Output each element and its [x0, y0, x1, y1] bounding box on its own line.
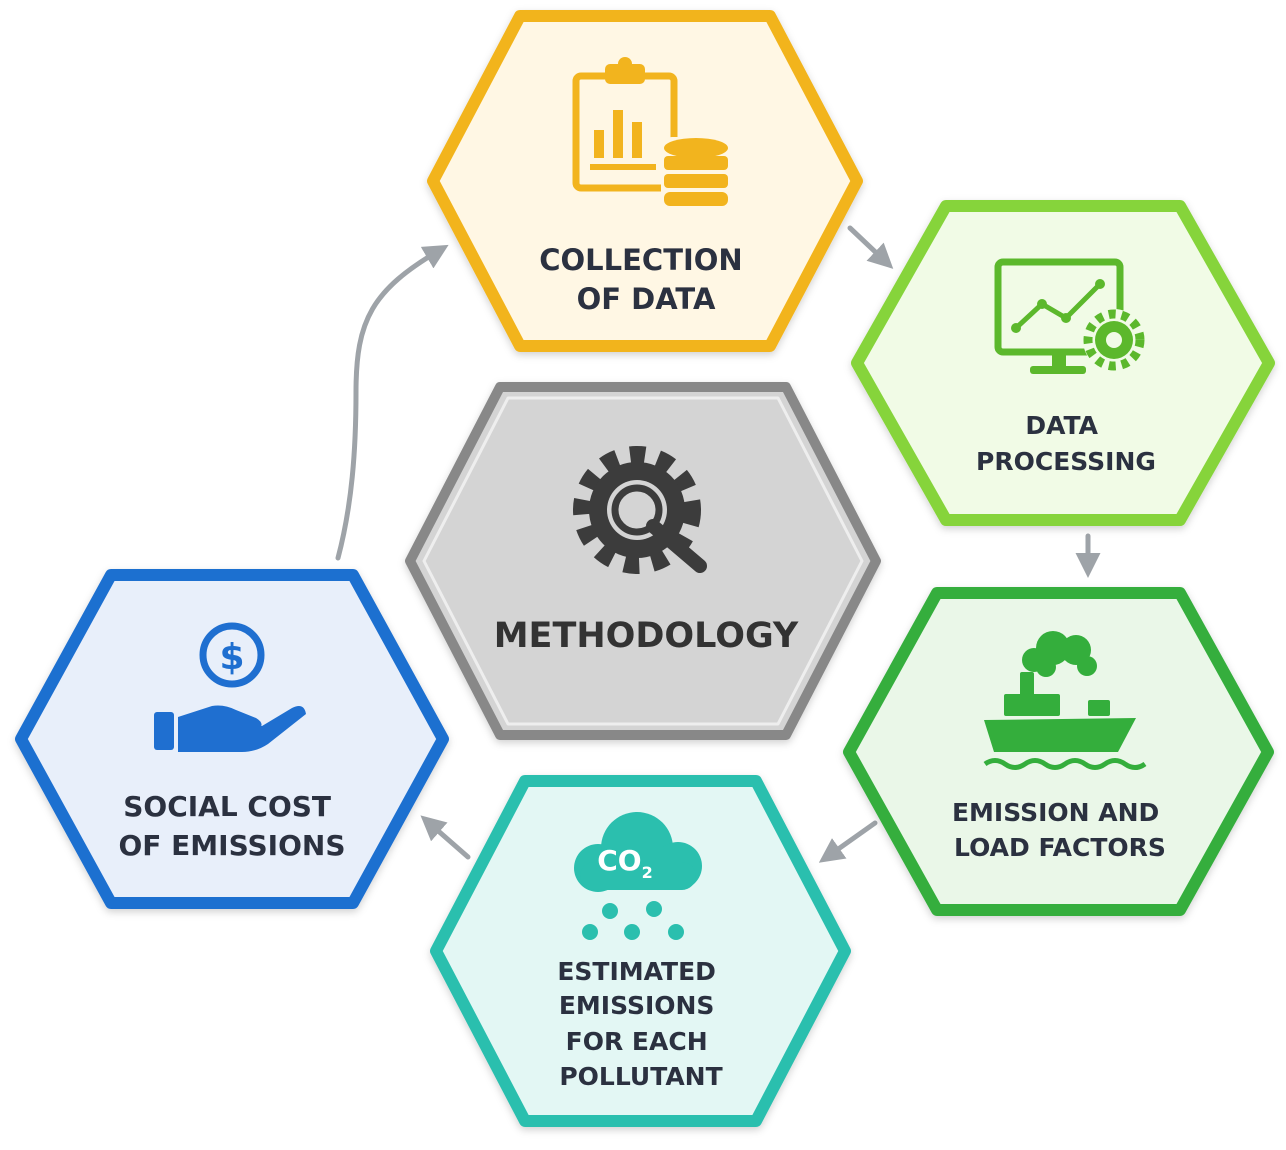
- flow-arrows: [335, 225, 1101, 863]
- co2-text: CO2: [597, 844, 653, 882]
- step-data-processing: DATA PROCESSING: [851, 200, 1275, 526]
- step-social-line-2: OF EMISSIONS: [119, 829, 346, 862]
- step-processing-line-1: DATA: [1025, 411, 1098, 440]
- step-estimated-label: ESTIMATED EMISSIONS FOR EACH POLLUTANT: [557, 957, 724, 1091]
- step-estimated-line-4: POLLUTANT: [559, 1062, 722, 1091]
- step-collection-label: COLLECTION OF DATA: [539, 243, 753, 316]
- arrow-estimated-to-social: [420, 815, 471, 860]
- step-processing-label: DATA PROCESSING: [976, 411, 1156, 476]
- step-collection-of-data: COLLECTION OF DATA: [427, 10, 863, 352]
- arrow-factors-to-estimated: [818, 820, 878, 863]
- center-label: METHODOLOGY: [494, 616, 799, 656]
- gear-magnifier-icon: [573, 446, 707, 574]
- arrow-collection-to-processing: [847, 225, 894, 269]
- step-estimated-line-1: ESTIMATED: [557, 957, 716, 986]
- step-emission-load-factors: EMISSION AND LOAD FACTORS: [843, 587, 1274, 916]
- hexagon-center-inner: [422, 396, 864, 726]
- step-social-line-1: SOCIAL COST: [123, 790, 331, 823]
- hexagon-center: [405, 382, 881, 740]
- hexagon-collection: [427, 10, 863, 352]
- clipboard-chart-database-icon: [572, 57, 731, 209]
- ship-smoke-icon: [983, 631, 1147, 770]
- step-estimated-line-2: EMISSIONS: [559, 991, 715, 1020]
- step-social-cost: $ SOCIAL COST OF EMISSIONS: [15, 569, 449, 909]
- center-methodology: METHODOLOGY: [405, 382, 881, 740]
- step-estimated-line-3: FOR EACH: [566, 1027, 708, 1056]
- monitor-gear-icon: [994, 258, 1145, 374]
- dollar-sign: $: [219, 637, 244, 678]
- step-collection-line-1: COLLECTION: [539, 243, 742, 277]
- step-processing-line-2: PROCESSING: [976, 447, 1156, 476]
- step-social-label: SOCIAL COST OF EMISSIONS: [119, 790, 346, 862]
- hand-dollar-icon: $: [154, 622, 306, 752]
- step-factors-label: EMISSION AND LOAD FACTORS: [952, 798, 1168, 862]
- step-collection-line-2: OF DATA: [577, 282, 716, 316]
- hexagon-estimated: [430, 775, 851, 1127]
- co2-cloud-icon: CO2: [574, 812, 702, 940]
- arrow-social-to-collection: [335, 244, 449, 561]
- step-factors-line-1: EMISSION AND: [952, 798, 1159, 827]
- step-factors-line-2: LOAD FACTORS: [954, 833, 1166, 862]
- step-estimated-emissions: CO2 ESTIMATED EMISSIONS FOR EACH POLLUTA…: [430, 775, 851, 1127]
